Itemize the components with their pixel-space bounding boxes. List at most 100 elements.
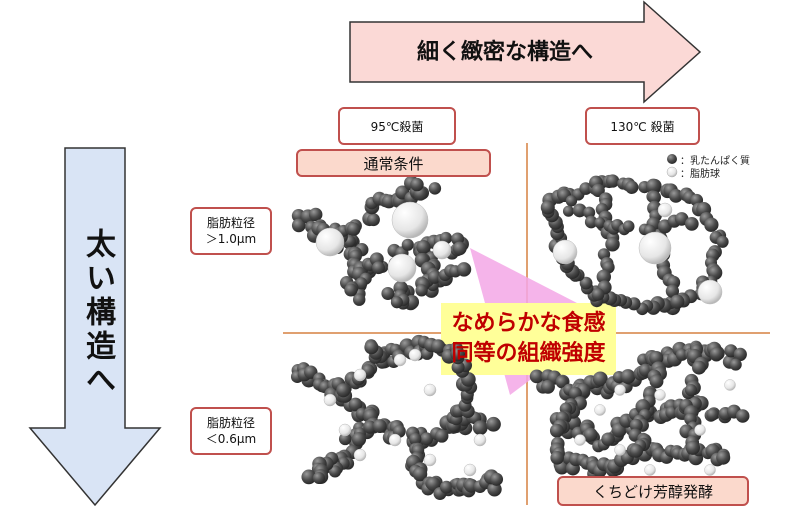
protein-particle	[372, 261, 385, 275]
fat-globule	[594, 404, 606, 416]
protein-particle	[427, 270, 442, 284]
protein-particle	[426, 476, 441, 492]
protein-particle	[328, 465, 342, 478]
protein-particle	[709, 347, 724, 361]
protein-particle	[622, 220, 635, 233]
fat-globule	[388, 433, 402, 447]
protein-particle	[591, 287, 605, 301]
left-arrow	[28, 147, 162, 507]
fat-globule	[387, 253, 417, 283]
protein-particle	[428, 182, 442, 195]
protein-particle	[584, 215, 598, 229]
protein-particle	[669, 189, 683, 203]
top-arrow-label: 細く緻密な構造へ	[416, 40, 593, 65]
row-top-size-line1: 脂肪粒径	[206, 216, 255, 230]
protein-particle	[410, 177, 424, 192]
protein-particle	[308, 207, 323, 222]
protein-particle	[647, 190, 662, 204]
protein-particle	[409, 432, 422, 446]
protein-particle	[472, 420, 488, 436]
protein-particle	[550, 450, 565, 465]
fat-globule	[391, 201, 429, 239]
protein-particle	[367, 213, 380, 227]
protein-particle	[420, 432, 434, 446]
protein-particle	[338, 432, 352, 446]
protein-particle	[486, 416, 501, 432]
protein-particle	[541, 379, 555, 394]
protein-particle	[629, 444, 644, 458]
protein-particle	[601, 432, 615, 446]
top-arrow	[349, 0, 702, 104]
row-top-size-label: 脂肪粒径 ＞1.0μm	[190, 207, 272, 255]
protein-particle	[489, 472, 504, 486]
fat-globule	[323, 393, 337, 407]
protein-particle	[583, 427, 598, 442]
left-arrow-label: 太い構造へ	[80, 228, 115, 398]
protein-particle	[416, 240, 431, 255]
fat-globule	[423, 453, 437, 467]
fat-globule	[724, 379, 736, 391]
fat-globule	[353, 368, 367, 382]
fat-globule	[473, 433, 487, 447]
protein-particle	[412, 466, 428, 482]
protein-particle	[596, 269, 612, 285]
protein-particle	[579, 182, 593, 195]
protein-particle	[451, 360, 465, 374]
protein-particle	[549, 423, 564, 438]
row-bottom-size-line2: ＜0.6μm	[205, 432, 257, 446]
protein-particle	[348, 397, 363, 412]
protein-particle	[456, 262, 472, 277]
melt-fermentation-label: くちどけ芳醇発酵	[557, 476, 749, 506]
protein-particle	[716, 450, 731, 465]
fat-globule	[353, 448, 367, 462]
protein-particle	[487, 482, 502, 497]
fat-globule	[423, 383, 437, 397]
protein-particle	[352, 293, 366, 306]
protein-particle	[684, 384, 698, 397]
protein-particle	[729, 358, 742, 371]
protein-particle	[572, 203, 587, 218]
protein-particle	[355, 277, 368, 290]
protein-particle	[540, 200, 555, 215]
row-bottom-size-label: 脂肪粒径 ＜0.6μm	[190, 407, 272, 455]
header-130c: 130℃ 殺菌	[585, 107, 700, 145]
legend-fat-label: ：脂肪球	[680, 169, 720, 180]
fat-globule	[614, 444, 626, 456]
protein-particle	[605, 236, 620, 252]
protein-particle	[594, 217, 606, 229]
protein-particle	[649, 374, 664, 389]
fat-globule	[657, 202, 673, 218]
fat-globule	[638, 231, 672, 265]
protein-particle	[583, 206, 596, 219]
protein-particle	[401, 238, 414, 251]
row-top-size-line2: ＞1.0μm	[205, 232, 257, 246]
standard-condition-label: 通常条件	[296, 149, 491, 177]
fat-globule	[694, 424, 706, 436]
protein-particle	[364, 340, 379, 355]
protein-particle	[579, 276, 593, 290]
protein-particle	[670, 294, 685, 309]
protein-particle	[665, 284, 680, 298]
protein-particle	[591, 183, 605, 198]
protein-particle	[735, 409, 750, 423]
protein-particle	[645, 178, 661, 194]
protein-particle	[706, 408, 719, 421]
protein-particle	[555, 375, 569, 389]
protein-particle	[450, 346, 466, 362]
protein-particle	[312, 471, 325, 485]
header-95c: 95℃殺菌	[338, 107, 456, 145]
fat-globule	[654, 389, 666, 401]
protein-particle	[381, 287, 395, 300]
protein-particle	[452, 241, 467, 256]
protein-particle	[439, 480, 453, 494]
fat-globule	[574, 434, 586, 446]
protein-particle	[431, 339, 446, 354]
center-text: なめらかな食感 同等の組織強度	[441, 309, 616, 369]
fat-globule	[644, 464, 656, 476]
legend-protein-icon	[667, 154, 677, 164]
protein-particle	[704, 217, 719, 232]
protein-particle	[415, 284, 428, 297]
protein-particle	[592, 371, 608, 387]
fat-globule	[432, 240, 452, 260]
protein-particle	[291, 218, 306, 233]
